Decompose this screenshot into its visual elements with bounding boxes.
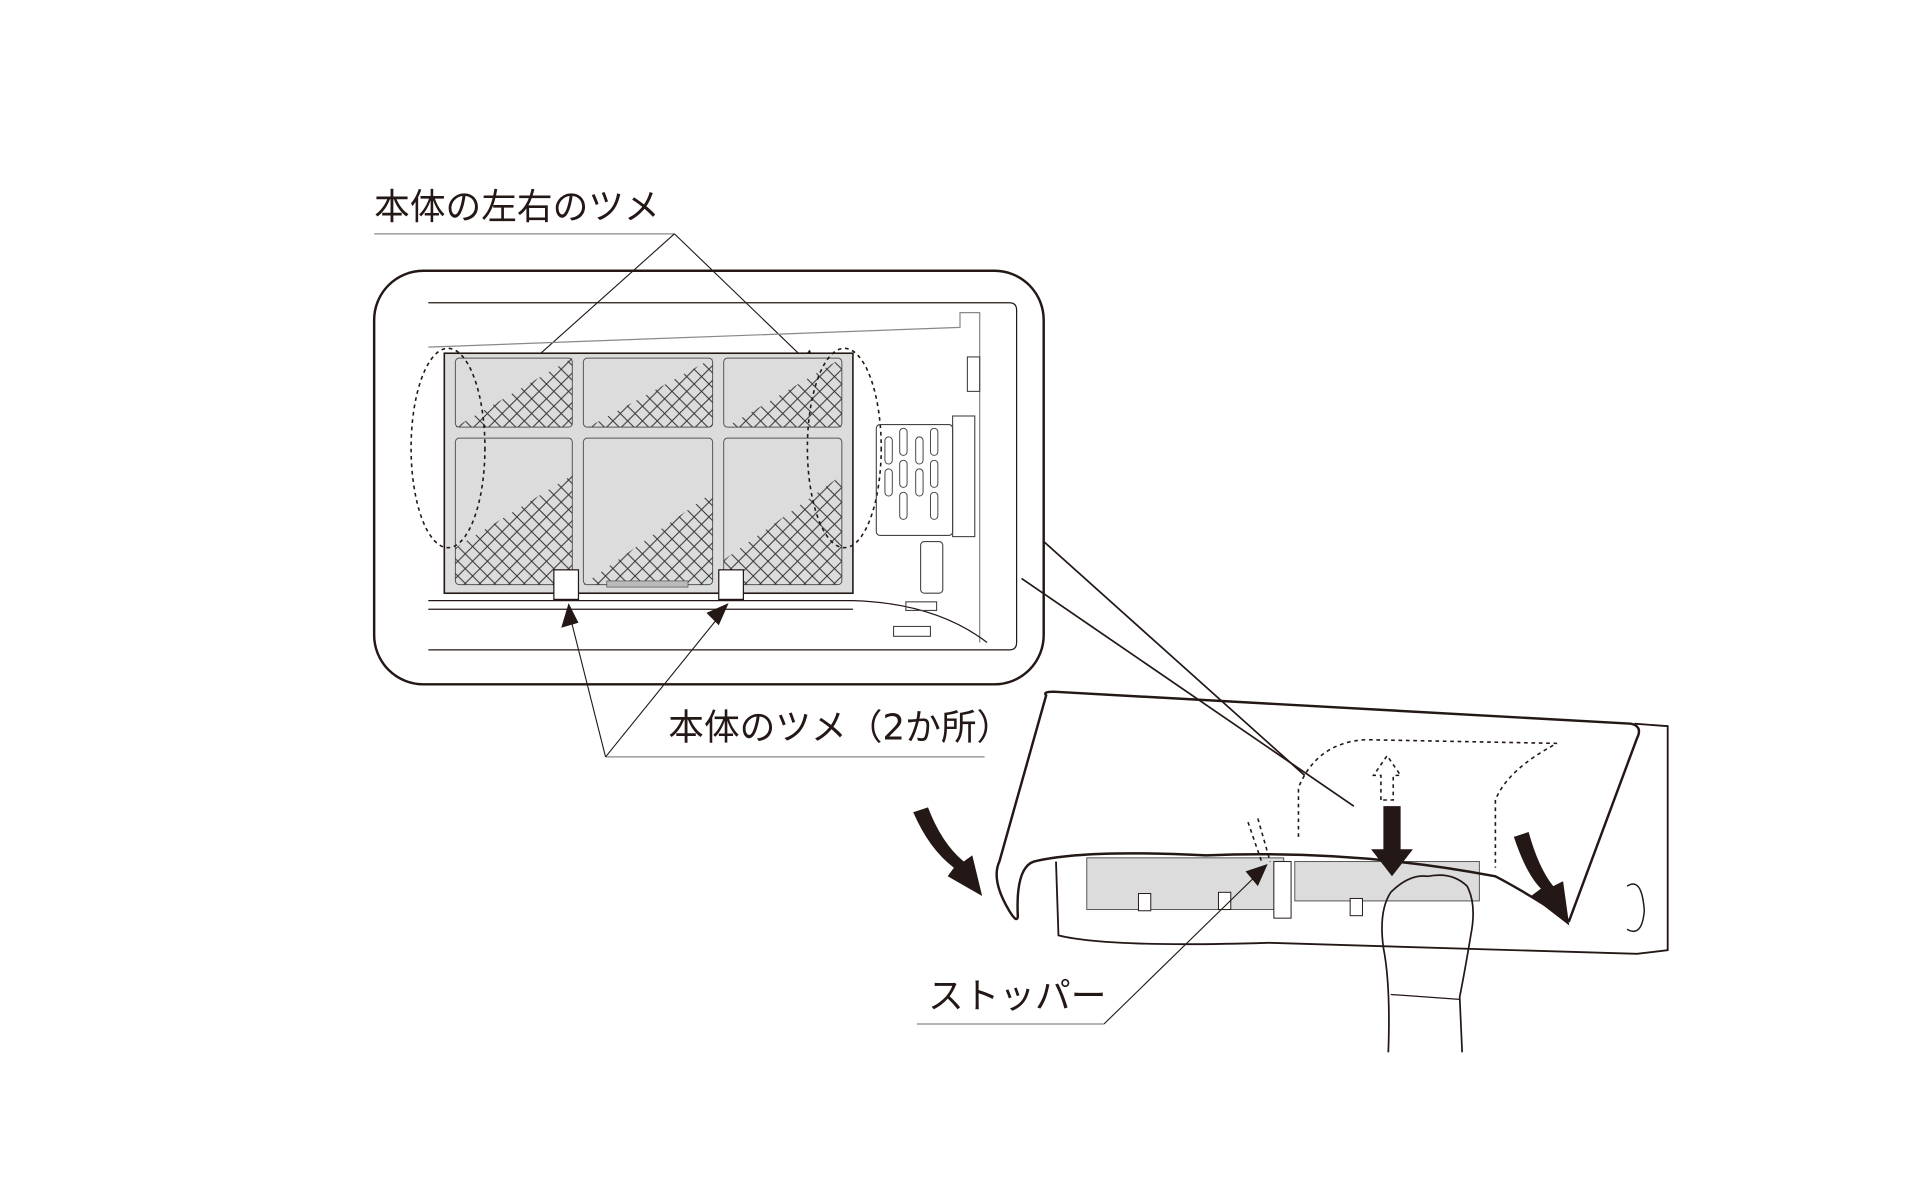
- unit-outline: [428, 302, 1018, 651]
- right-tab-highlight: [806, 347, 883, 549]
- leader-line: [569, 615, 607, 758]
- zoom-line: [1043, 540, 1306, 777]
- detail-inset: [372, 269, 1045, 686]
- arrowhead-icon: [1245, 864, 1268, 887]
- zoom-line: [1021, 577, 1355, 807]
- body-tabs-label: 本体のツメ（2か所）: [668, 708, 1012, 749]
- air-conditioner-unit: [913, 690, 1669, 1053]
- stopper-label: ストッパー: [928, 976, 1106, 1017]
- side-tabs-label: 本体の左右のツメ: [374, 187, 660, 228]
- body-tab: [718, 569, 744, 600]
- left-tab-highlight: [410, 347, 486, 549]
- filter-mesh: [455, 358, 842, 585]
- curved-arrow-right-icon: [1513, 832, 1570, 926]
- curved-arrow-left-icon: [913, 807, 983, 896]
- arrowhead-icon: [561, 603, 579, 628]
- unit-body: [1055, 722, 1669, 955]
- up-arrow-icon: [1372, 754, 1403, 801]
- front-panel: [995, 690, 1641, 923]
- panel-motion-lines: [1247, 818, 1271, 862]
- unit-side-detail: [1626, 883, 1646, 933]
- leader-line: [674, 233, 811, 365]
- leader-line: [1103, 875, 1256, 1025]
- arrowhead-icon: [706, 603, 729, 626]
- inset-frame: [372, 269, 1045, 686]
- air-filter: [443, 352, 854, 600]
- unit-top-line: [428, 312, 981, 643]
- stopper-callout: ストッパー: [916, 864, 1268, 1025]
- unit-side-panel: [875, 356, 981, 637]
- filter-left: [1086, 857, 1285, 911]
- body-tabs-callout: 本体のツメ（2か所）: [561, 603, 1012, 758]
- side-tabs-callout: 本体の左右のツメ: [374, 187, 818, 407]
- leader-line: [605, 615, 721, 758]
- hand: [1381, 874, 1474, 1053]
- sleeve-line: [1390, 993, 1460, 1000]
- down-arrow-icon: [1371, 806, 1413, 877]
- stopper: [1273, 861, 1292, 919]
- body-tab: [553, 569, 580, 600]
